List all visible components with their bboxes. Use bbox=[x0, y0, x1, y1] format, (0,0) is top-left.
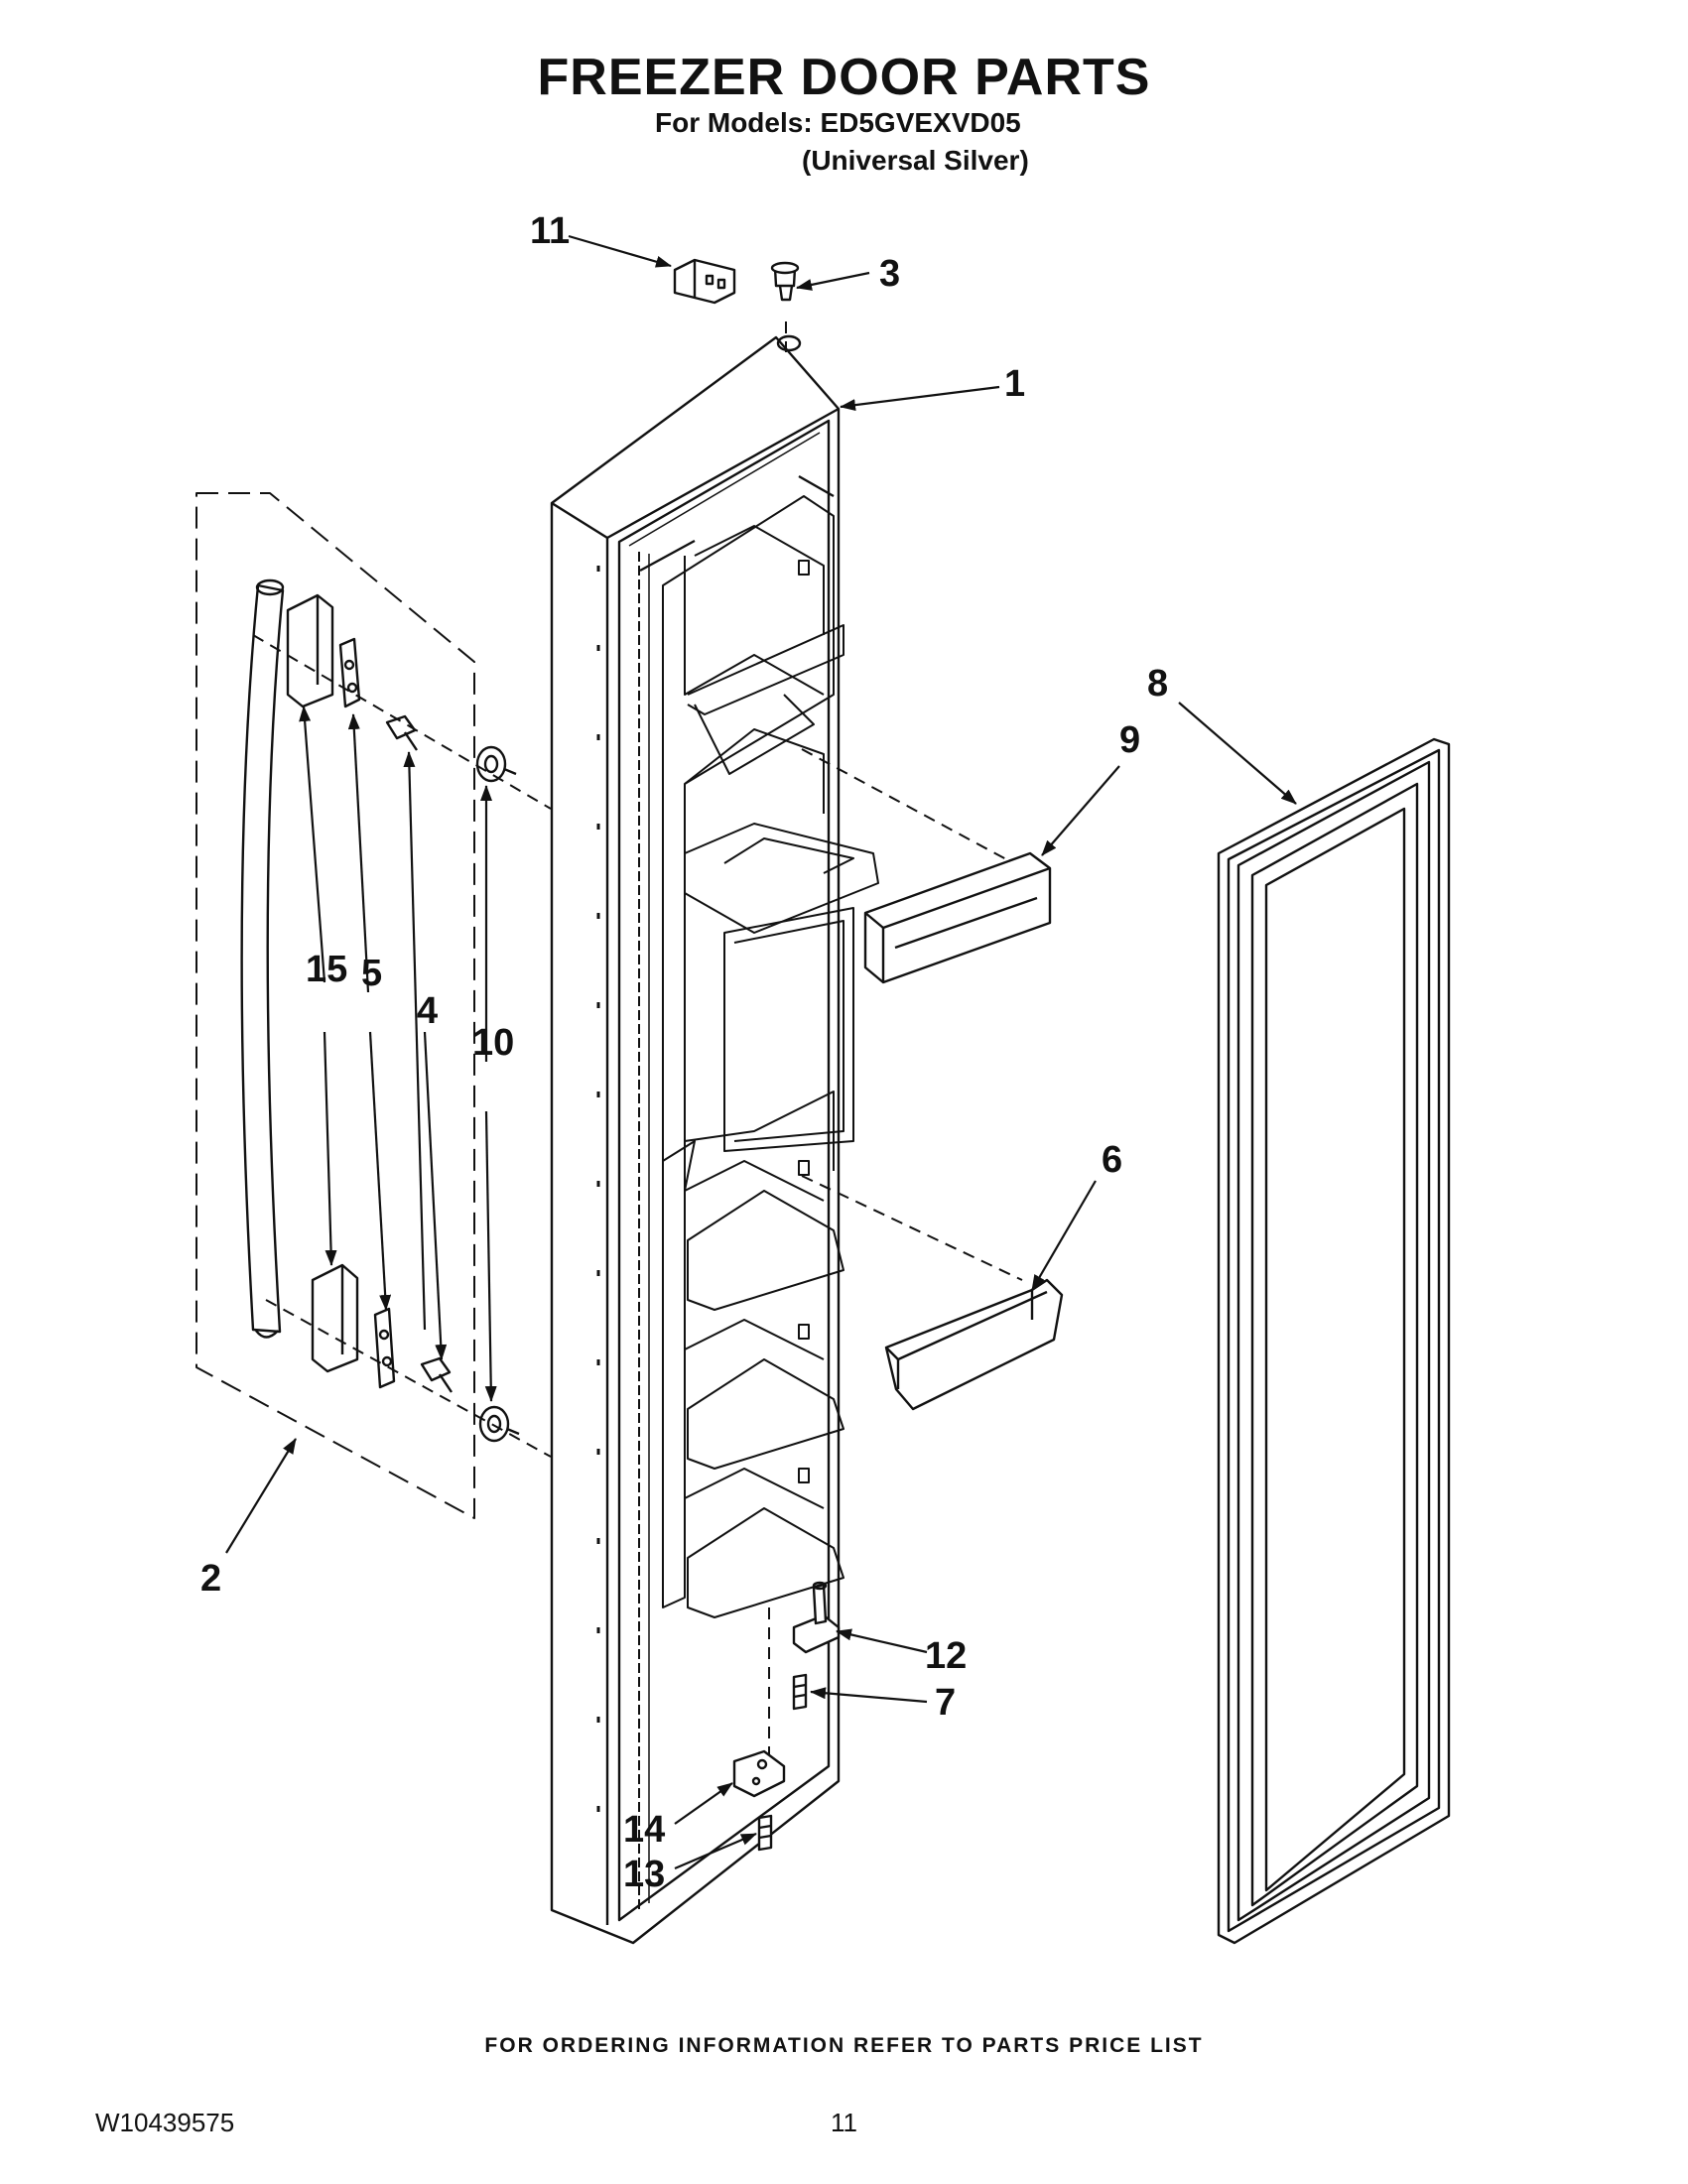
leader-15-top bbox=[299, 706, 326, 983]
leader-1 bbox=[840, 385, 1000, 412]
leader-13 bbox=[674, 1832, 757, 1870]
callout-12: 12 bbox=[925, 1635, 968, 1677]
leader-5-bottom bbox=[368, 1031, 392, 1311]
leader-4-bottom bbox=[423, 1031, 448, 1360]
handle-end-cap-top bbox=[286, 593, 334, 708]
callout-15: 15 bbox=[306, 949, 348, 990]
callout-11: 11 bbox=[530, 210, 571, 252]
callout-13: 13 bbox=[623, 1854, 666, 1895]
callout-1: 1 bbox=[1004, 363, 1026, 405]
leader-9 bbox=[1041, 765, 1120, 856]
callout-5: 5 bbox=[361, 953, 383, 994]
leader-14 bbox=[674, 1782, 733, 1825]
leader-15-bottom bbox=[323, 1031, 337, 1266]
callout-10: 10 bbox=[472, 1022, 515, 1064]
document-number: W10439575 bbox=[95, 2108, 235, 2137]
handle-bracket-bottom bbox=[373, 1307, 396, 1389]
leader-2 bbox=[225, 1438, 297, 1554]
door-switch bbox=[673, 258, 736, 305]
callout-2: 2 bbox=[200, 1558, 222, 1600]
leader-10-bottom bbox=[484, 1110, 497, 1402]
callout-4: 4 bbox=[417, 990, 439, 1032]
mounting-stud-top bbox=[475, 745, 517, 783]
callout-7: 7 bbox=[935, 1682, 957, 1724]
dispenser-trim bbox=[863, 851, 1052, 984]
leader-6 bbox=[1031, 1180, 1097, 1291]
door-liner-bins bbox=[662, 495, 879, 1618]
models-line: For Models: ED5GVEXVD05 bbox=[655, 107, 1021, 138]
handle-screw-top bbox=[385, 714, 418, 751]
leader-7 bbox=[810, 1687, 928, 1704]
callout-8: 8 bbox=[1147, 663, 1169, 705]
door-plug bbox=[770, 261, 800, 302]
door-gasket bbox=[1217, 737, 1451, 1945]
callout-6: 6 bbox=[1102, 1139, 1123, 1181]
ordering-info: FOR ORDERING INFORMATION REFER TO PARTS … bbox=[484, 2034, 1204, 2057]
leader-4-top bbox=[403, 751, 427, 1331]
hinge-screw bbox=[792, 1673, 808, 1711]
callout-9: 9 bbox=[1119, 719, 1141, 761]
leader-11 bbox=[568, 234, 672, 268]
leader-5-top bbox=[347, 713, 370, 993]
hinge-bracket-screw bbox=[757, 1814, 773, 1852]
handle-assembly-outline bbox=[195, 492, 475, 1519]
callout-14: 14 bbox=[623, 1809, 666, 1851]
leader-12 bbox=[836, 1628, 928, 1654]
handle-screw-bottom bbox=[420, 1356, 453, 1393]
page-title: FREEZER DOOR PARTS bbox=[537, 49, 1151, 106]
door-handle bbox=[240, 578, 285, 1339]
callout-3: 3 bbox=[879, 253, 901, 295]
variant-line: (Universal Silver) bbox=[802, 145, 1029, 176]
mounting-stud-bottom bbox=[478, 1405, 520, 1443]
leader-8 bbox=[1178, 702, 1297, 805]
handle-end-cap-bottom bbox=[311, 1263, 359, 1373]
hinge-bracket bbox=[732, 1749, 786, 1798]
leader-3 bbox=[796, 271, 870, 291]
door-bin bbox=[884, 1278, 1064, 1411]
page-number: 11 bbox=[831, 2108, 857, 2137]
